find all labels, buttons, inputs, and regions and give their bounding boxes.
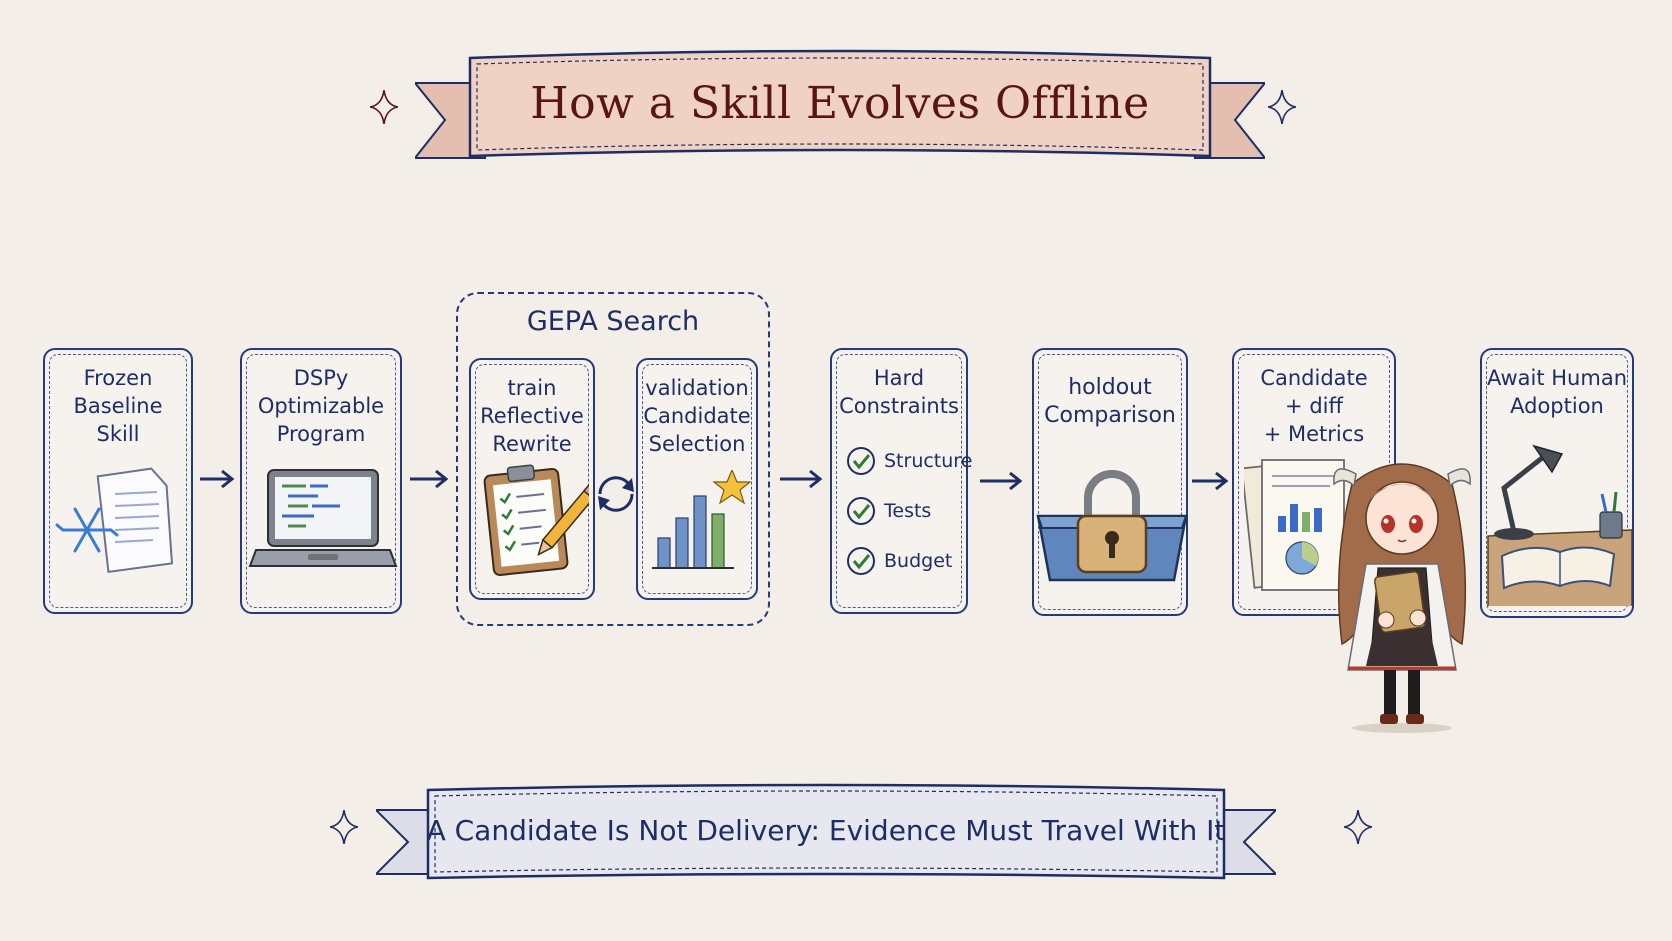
bar-chart-star-icon: [652, 470, 752, 569]
sparkle-icon: [370, 90, 398, 124]
gepa-search-group: GEPA Search: [456, 292, 770, 626]
check-circle-icon: [847, 497, 875, 525]
step-label: holdout Comparison: [1044, 375, 1176, 428]
flow-arrow: [200, 469, 235, 489]
footer-caption: A Candidate Is Not Delivery: Evidence Mu…: [426, 814, 1226, 847]
step-await-human-adoption: Await Human Adoption: [1480, 348, 1634, 618]
sparkle-icon: [330, 810, 358, 844]
flow-arrow: [410, 469, 449, 489]
footer-ribbon-icon: [373, 783, 1279, 880]
constraint-label: Budget: [884, 550, 953, 572]
step-dspy-optimizable-program: DSPy Optimizable Program: [240, 348, 402, 614]
iterate-cycle-icon: [598, 476, 634, 512]
check-circle-icon: [847, 447, 875, 475]
step-label: Await Human Adoption: [1486, 366, 1628, 418]
step-holdout-comparison: holdout Comparison: [1032, 348, 1188, 616]
flow-arrow: [780, 469, 823, 489]
laptop-code-icon: [248, 469, 398, 567]
check-circle-icon: [847, 547, 875, 575]
diagram-title: How a Skill Evolves Offline: [530, 78, 1150, 129]
step-label: validation Candidate Selection: [643, 376, 751, 456]
step-label: DSPy Optimizable Program: [257, 366, 385, 446]
frozen-document-icon: [55, 467, 174, 573]
constraint-budget: Budget: [846, 546, 952, 576]
report-documents-icon: [1244, 459, 1345, 591]
gepa-search-label: GEPA Search: [526, 306, 700, 337]
locked-tray-icon: [1036, 470, 1188, 582]
mascot-character-icon: [1333, 463, 1471, 733]
flow-arrow: [1192, 471, 1229, 491]
constraint-tests: Tests: [846, 496, 931, 526]
title-banner: How a Skill Evolves Offline: [412, 48, 1268, 168]
desk-lamp-book-icon: [1487, 444, 1632, 606]
constraint-label: Tests: [884, 500, 932, 522]
sparkle-icon: [1344, 810, 1372, 844]
constraint-label: Structure: [884, 450, 973, 472]
step-frozen-baseline-skill: Frozen Baseline Skill: [43, 348, 193, 614]
footer-banner: A Candidate Is Not Delivery: Evidence Mu…: [373, 782, 1279, 890]
step-label: train Reflective Rewrite: [480, 376, 584, 456]
clipboard-pencil-icon: [483, 464, 589, 576]
step-validation-candidate-selection: validation Candidate Selection: [636, 358, 758, 600]
step-hard-constraints: Hard Constraints Structure Tests Budget: [830, 348, 972, 614]
sparkle-icon: [1268, 90, 1296, 124]
step-label: Candidate + diff + Metrics: [1260, 366, 1368, 446]
flow-arrow: [980, 471, 1023, 491]
title-ribbon-icon: [412, 49, 1268, 159]
constraint-structure: Structure: [846, 446, 972, 476]
step-label: Hard Constraints: [839, 366, 959, 418]
step-label: Frozen Baseline Skill: [73, 366, 163, 446]
step-train-reflective-rewrite: train Reflective Rewrite: [469, 358, 595, 600]
